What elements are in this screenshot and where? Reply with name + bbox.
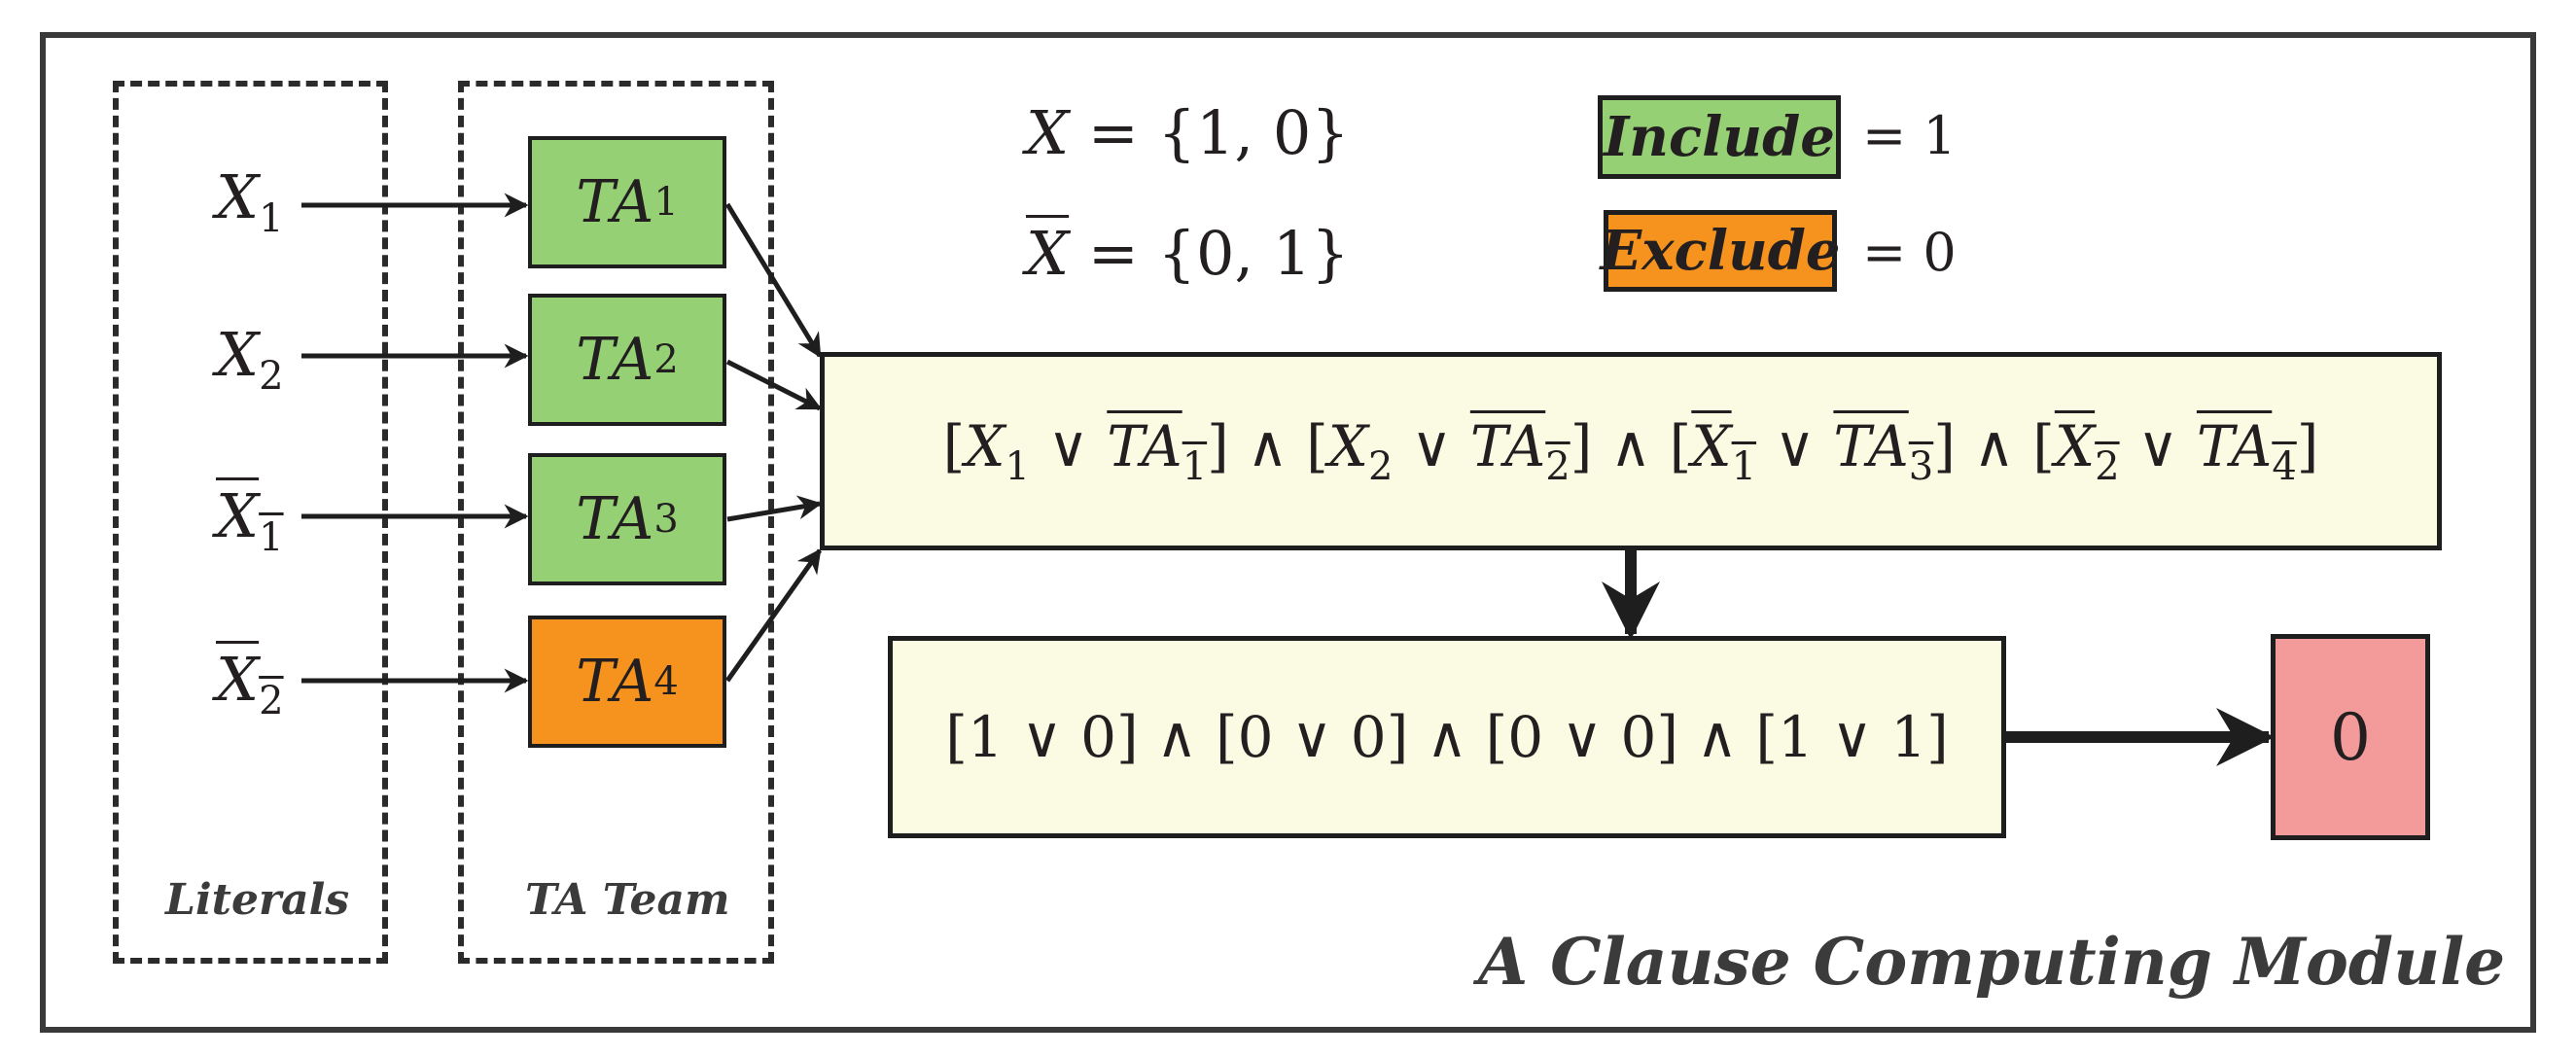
legend-include-value: = 1: [1862, 105, 1957, 166]
set-definition-x: X = {1, 0}: [1026, 97, 1350, 168]
module-frame: [40, 32, 2536, 1033]
literal-not-x2: X2: [216, 644, 284, 723]
literal-not-x1: X1: [216, 480, 284, 560]
arrow-ta2-to-clause: [725, 359, 823, 411]
arrow-ta1-to-clause: [724, 202, 823, 359]
literal-x1: X1: [216, 161, 284, 241]
legend-include-swatch: Include: [1598, 95, 1841, 179]
clause-evaluated-box: [1 ∨ 0] ∧ [0 ∨ 0] ∧ [0 ∨ 0] ∧ [1 ∨ 1]: [888, 636, 2006, 838]
arrow-ta4-to-clause: [724, 547, 823, 683]
ta-team-caption: TA Team: [525, 875, 730, 925]
literals-caption: Literals: [165, 875, 350, 925]
legend-exclude-value: = 0: [1862, 222, 1957, 283]
legend-exclude-swatch: Exclude: [1601, 210, 1840, 292]
clause-symbolic-box: [X1 ∨ TA1] ∧ [X2 ∨ TA2] ∧ [X1 ∨ TA3] ∧ […: [820, 352, 2442, 550]
set-definition-x-bar: X = {0, 1}: [1026, 218, 1350, 289]
arrow-ta3-to-clause: [726, 495, 823, 522]
clause-symbolic-expression: [X1 ∨ TA1] ∧ [X2 ∨ TA2] ∧ [X1 ∨ TA3] ∧ […: [942, 413, 2319, 489]
literal-x2: X2: [216, 319, 284, 399]
literals-group: [113, 81, 388, 964]
output-value: 0: [2330, 699, 2371, 775]
module-title: A Clause Computing Module: [1478, 924, 2506, 1000]
clause-evaluated-expression: [1 ∨ 0] ∧ [0 ∨ 0] ∧ [0 ∨ 0] ∧ [1 ∨ 1]: [945, 704, 1949, 770]
ta-team-group: [458, 81, 774, 964]
